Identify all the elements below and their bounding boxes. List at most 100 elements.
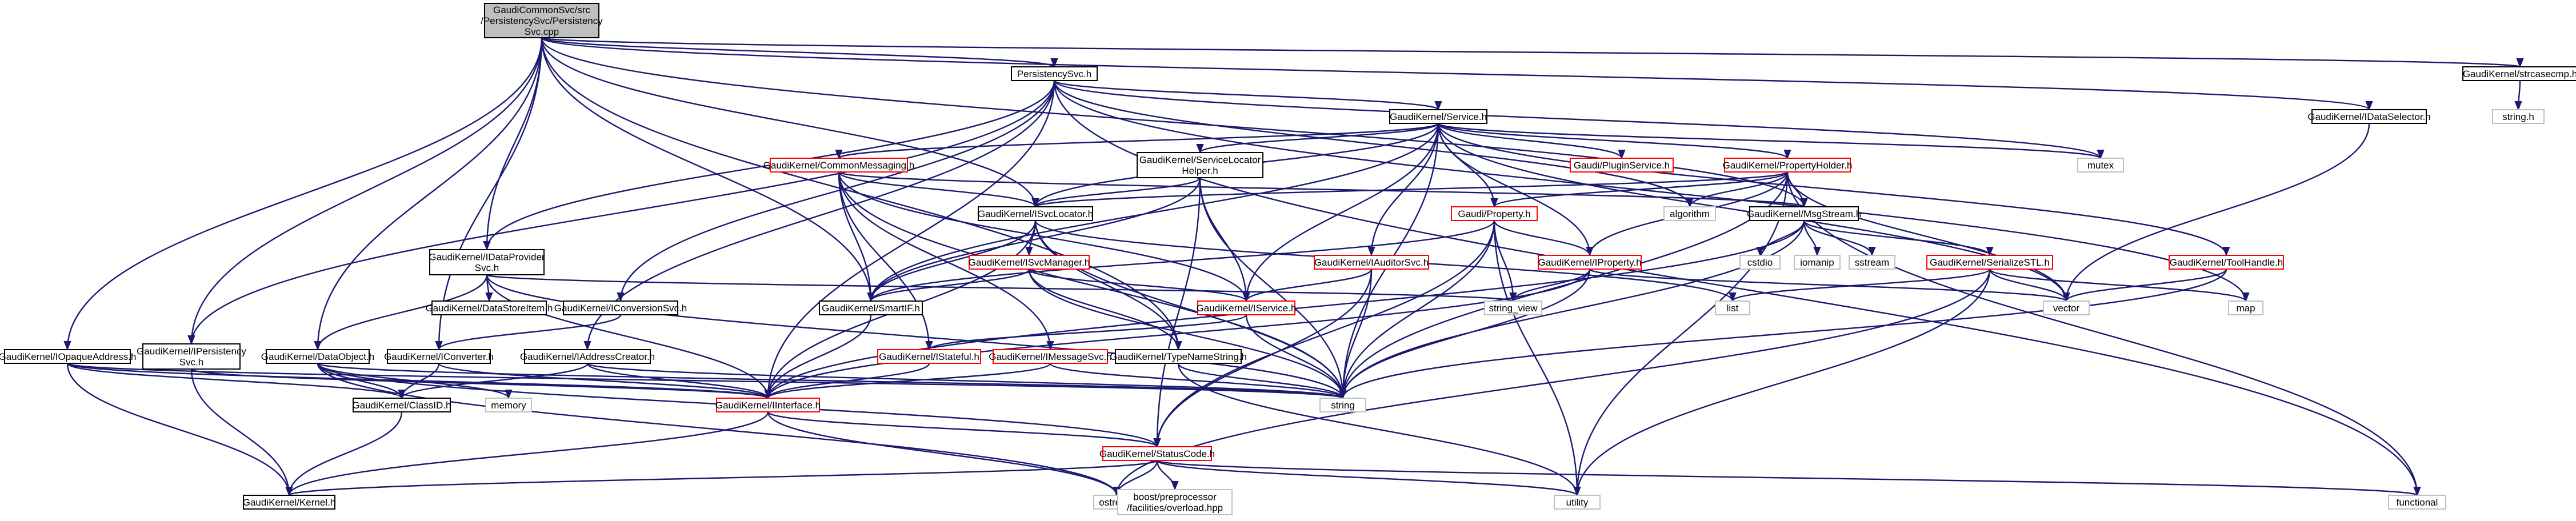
node-iauditorsvc[interactable]: GaudiKernel/IAuditorSvc.h <box>1314 255 1429 270</box>
node-msgstream[interactable]: GaudiKernel/MsgStream.h <box>1747 206 1861 221</box>
node-label: GaudiKernel/IPersistency <box>137 346 246 357</box>
node-kernel[interactable]: GaudiKernel/Kernel.h <box>243 495 336 510</box>
node-label: PersistencySvc.h <box>1017 69 1091 79</box>
edge-iopaque-to-kernel <box>66 363 293 496</box>
node-toolhandle[interactable]: GaudiKernel/ToolHandle.h <box>2169 255 2284 270</box>
node-box <box>1389 109 1487 124</box>
node-istateful[interactable]: GaudiKernel/IStateful.h <box>877 349 981 364</box>
edge-service-to-smartif <box>867 123 1439 302</box>
edge-isvcmgr-to-iservice <box>1028 268 1250 302</box>
node-iconvsvc[interactable]: GaudiKernel/IConversionSvc.h <box>554 300 687 315</box>
dependency-nodes: GaudiCommonSvc/src/PersistencySvc/Persis… <box>0 3 2576 515</box>
node-box <box>978 206 1093 221</box>
node-box <box>1314 255 1429 270</box>
node-dataobj[interactable]: GaudiKernel/DataObject.h <box>261 349 374 364</box>
edge-svclh-to-string <box>1199 177 1347 399</box>
node-gprop[interactable]: Gaudi/Property.h <box>1451 206 1538 221</box>
node-box <box>2462 66 2576 81</box>
node-propholder[interactable]: GaudiKernel/PropertyHolder.h <box>1723 158 1853 173</box>
node-label: Svc.h <box>475 263 499 274</box>
node-stringview: string_view <box>1484 300 1542 315</box>
node-box <box>716 398 820 412</box>
edge-root-to-psvc <box>541 37 1058 68</box>
node-label: map <box>2236 303 2255 314</box>
node-label: functional <box>2397 497 2438 508</box>
node-iopaque[interactable]: GaudiKernel/IOpaqueAddress.h <box>0 349 137 364</box>
node-label: GaudiKernel/IDataProvider <box>429 252 545 263</box>
edge-root-to-idataprov <box>483 37 543 251</box>
node-service[interactable]: GaudiKernel/Service.h <box>1389 109 1487 124</box>
node-classid[interactable]: GaudiKernel/ClassID.h <box>353 398 451 412</box>
edge-statuscode-to-boostpp <box>1156 460 1179 491</box>
edge-iauditorsvc-to-iservice <box>1242 268 1373 302</box>
edge-toolhandle-to-string <box>1339 268 2227 399</box>
node-psvc[interactable]: PersistencySvc.h <box>1011 66 1098 81</box>
node-root[interactable]: GaudiCommonSvc/src/PersistencySvc/Persis… <box>481 3 603 38</box>
node-box <box>1794 255 1841 270</box>
edge-root-to-isvcloc <box>541 37 1039 208</box>
node-label: string <box>1331 400 1355 411</box>
node-label: mutex <box>2087 160 2114 171</box>
node-iconverter[interactable]: GaudiKernel/IConverter.h <box>384 349 494 364</box>
edge-isvcloc-to-smartif <box>867 220 1037 302</box>
node-iinterface[interactable]: GaudiKernel/IInterface.h <box>715 398 821 412</box>
node-idsel[interactable]: GaudiKernel/IDataSelector.h <box>2307 109 2431 124</box>
node-imsgsvc[interactable]: GaudiKernel/IMessageSvc.h <box>989 349 1112 364</box>
node-stringh: string.h <box>2492 109 2545 124</box>
node-sstream: sstream <box>1849 255 1895 270</box>
edge-dataobj-to-ostream <box>317 363 1121 496</box>
node-box <box>1715 300 1750 315</box>
node-label: GaudiKernel/IConversionSvc.h <box>554 303 687 314</box>
node-label: string_view <box>1489 303 1538 314</box>
edge-propholder-to-gprop <box>1490 171 1789 208</box>
edge-dataobj-to-string <box>317 362 1346 399</box>
node-typename[interactable]: GaudiKernel/TypeNameString.h <box>1110 349 1247 364</box>
node-isvcloc[interactable]: GaudiKernel/ISvcLocator.h <box>978 206 1093 221</box>
edge-cmsg-to-isvcloc <box>838 171 1039 208</box>
edge-serialize-to-utility <box>1573 268 1991 496</box>
edge-cmsg-to-imsgsvc <box>838 171 1054 351</box>
edge-idataprov-to-stringview <box>486 274 1517 302</box>
node-cmsg[interactable]: GaudiKernel/CommonMessaging.h <box>763 158 915 173</box>
edge-iauditorsvc-to-string <box>1339 268 1373 399</box>
node-iservice[interactable]: GaudiKernel/IService.h <box>1197 300 1297 315</box>
node-statuscode[interactable]: GaudiKernel/StatusCode.h <box>1099 446 1215 461</box>
node-box <box>142 343 241 370</box>
node-label: Gaudi/PluginService.h <box>1574 160 1670 171</box>
edge-cmsg-to-istateful <box>838 171 933 351</box>
node-datastoreitem[interactable]: GaudiKernel/DataStoreItem.h <box>425 300 553 315</box>
edge-imsgsvc-to-iinterface <box>764 363 1051 399</box>
node-box <box>1102 446 1212 461</box>
node-ipluginsvc[interactable]: Gaudi/PluginService.h <box>1570 158 1674 173</box>
edge-iproperty-to-vector <box>1589 268 2070 302</box>
node-smartif[interactable]: GaudiKernel/SmartIF.h <box>819 300 923 315</box>
edge-ipersist-to-kernel <box>190 368 293 496</box>
edge-iaddrcreator-to-string <box>586 362 1346 399</box>
edge-service-to-mutex <box>1437 122 2105 159</box>
edge-service-to-iproperty <box>1437 123 1594 257</box>
node-isvcmgr[interactable]: GaudiKernel/ISvcManager.h <box>969 255 1090 270</box>
edge-iproperty-to-string <box>1339 268 1591 399</box>
node-label: boost/preprocessor <box>1133 492 1217 503</box>
node-iproperty[interactable]: GaudiKernel/IProperty.h <box>1538 255 1642 270</box>
edge-propholder-to-algorithm <box>1686 171 1789 208</box>
edge-cmsg-to-iservice <box>838 171 1250 302</box>
edge-smartif-to-iinterface <box>764 314 872 399</box>
edge-iservice-to-istateful <box>925 314 1247 351</box>
edge-propholder-to-functional <box>1786 171 2421 496</box>
node-box <box>1011 66 1098 81</box>
node-label: Svc.h <box>179 357 204 368</box>
node-strcase[interactable]: GaudiKernel/strcasecmp.h <box>2462 66 2576 81</box>
edge-psvc-to-ipersist <box>187 80 1055 345</box>
node-box <box>993 349 1108 364</box>
edge-service-to-svclh <box>1196 122 1439 154</box>
node-serialize[interactable]: GaudiKernel/SerializeSTL.h <box>1926 255 2053 270</box>
edge-root-to-ipersist <box>187 37 543 345</box>
edge-root-to-dataobj <box>314 37 543 351</box>
node-iaddrcreator[interactable]: GaudiKernel/IAddressCreator.h <box>520 349 655 364</box>
node-box <box>1137 152 1263 178</box>
